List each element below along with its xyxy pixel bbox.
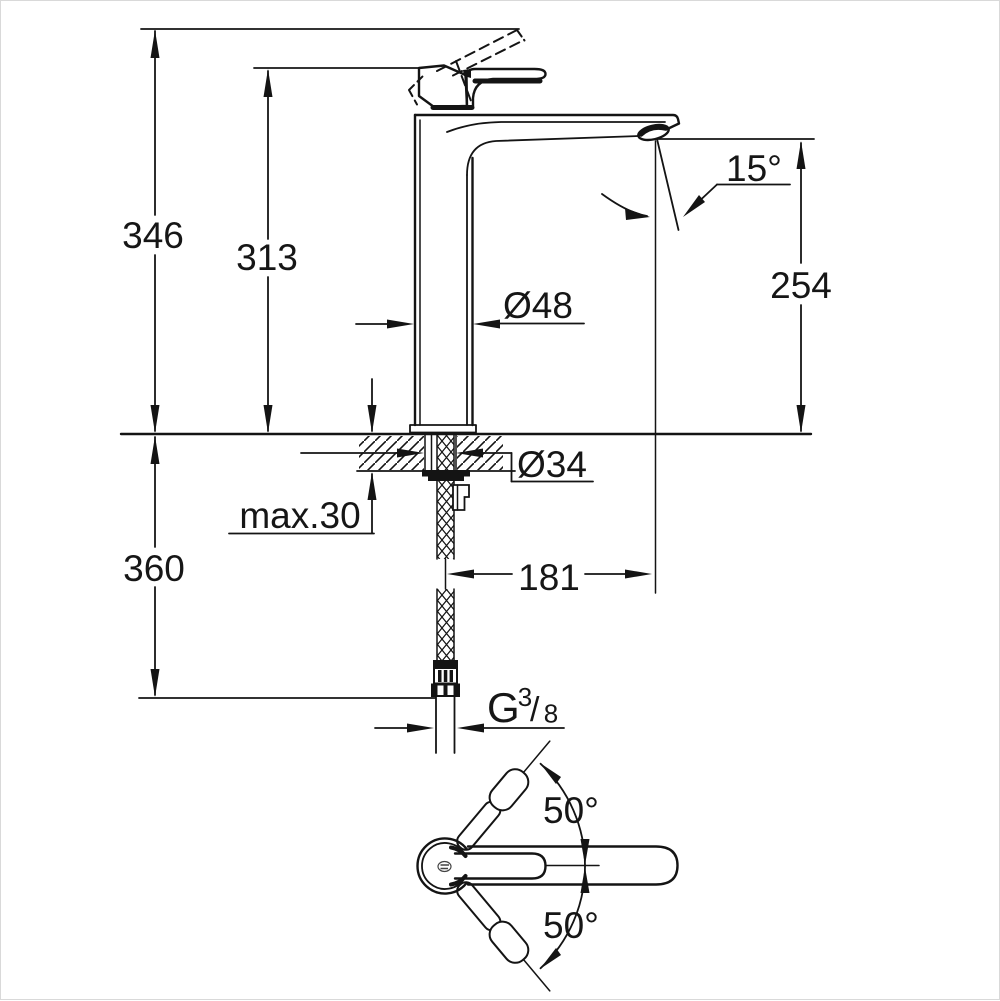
dim-label-15deg: 15° [726, 148, 782, 189]
dim-spout-reach: 181 [447, 557, 652, 598]
dim-swing-lower: 50° [539, 865, 599, 970]
thread-nut [431, 683, 460, 697]
raised-handle-dashed-outline [408, 29, 526, 106]
lever-blade-outline [466, 845, 679, 886]
reference-lines [138, 28, 815, 699]
dim-label-254: 254 [770, 265, 832, 306]
dim-stream-angle: 15° [601, 148, 791, 220]
dim-below-deck: 360 [123, 436, 185, 697]
faucet-side-view [409, 113, 681, 434]
dim-hole-diameter: Ø34 [300, 444, 594, 485]
lever-upper-position [456, 740, 551, 851]
dim-label-d34: Ø34 [517, 444, 587, 485]
dim-thread-size: G 3 / 8 [374, 682, 565, 733]
dim-handle-height: 313 [236, 69, 298, 433]
dim-deck-thickness: max.30 [228, 378, 377, 536]
stream-line [656, 138, 680, 231]
valve-body-outer [416, 837, 468, 895]
thread-denominator: 8 [544, 699, 558, 729]
dim-label-50-upper: 50° [543, 790, 599, 831]
dim-label-181: 181 [518, 557, 580, 598]
dim-label-346: 346 [122, 215, 184, 256]
thread-slash: / [530, 691, 540, 729]
dim-label-313: 313 [236, 237, 298, 278]
dim-swing-upper: 50° [539, 762, 599, 867]
dim-label-d48: Ø48 [503, 285, 573, 326]
side-bracket [452, 484, 470, 511]
thread-prefix: G [487, 684, 520, 731]
aerator [637, 123, 670, 142]
handle-assembly [417, 64, 547, 110]
thread-tube [435, 696, 456, 754]
brand-logo-mark [437, 860, 452, 873]
handle-top-view: 50° 50° [416, 740, 679, 992]
braided-hose [436, 434, 455, 662]
dim-label-50-lower: 50° [543, 905, 599, 946]
lever-lower-position [456, 881, 551, 992]
hose-crimp-fitting [433, 660, 458, 685]
mounting-flange [422, 470, 470, 477]
dim-total-height: 346 [122, 30, 184, 433]
valve-body-inner [421, 842, 466, 890]
dim-label-360: 360 [123, 548, 185, 589]
dim-body-diameter: Ø48 [355, 285, 585, 329]
dim-outlet-height: 254 [770, 141, 832, 433]
thread-numerator: 3 [518, 682, 532, 712]
supply-hose-assembly [422, 434, 470, 754]
dim-label-max30: max.30 [239, 495, 360, 536]
